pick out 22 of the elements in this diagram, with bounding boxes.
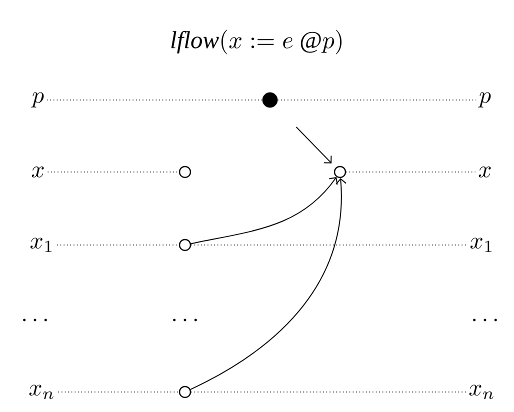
arrow bbox=[296, 126, 332, 164]
row-label: $x_n$ bbox=[26, 382, 58, 402]
open-circle bbox=[178, 166, 192, 178]
curved-arrow bbox=[190, 177, 338, 244]
ellipsis: $\dots$ bbox=[468, 316, 502, 324]
open-circle bbox=[178, 238, 192, 252]
title: $\mathit{lflow}(x := e\ @p)$ bbox=[171, 30, 342, 54]
ellipsis: $\dots$ bbox=[168, 316, 202, 324]
open-circle bbox=[178, 386, 192, 398]
row-label: $x_n$ bbox=[466, 382, 498, 402]
row-label: $x$ bbox=[28, 164, 48, 180]
row-label: $x$ bbox=[476, 164, 494, 180]
open-circle bbox=[334, 166, 346, 178]
dotted-line bbox=[190, 244, 468, 246]
row-label: $x_1$ bbox=[27, 236, 57, 254]
row-label: $p$ bbox=[476, 90, 494, 110]
filled-dot bbox=[262, 92, 278, 108]
dotted-line bbox=[56, 244, 180, 246]
ellipsis: $\dots$ bbox=[18, 316, 52, 324]
row-label: $p$ bbox=[30, 90, 46, 110]
row-label: $x_1$ bbox=[467, 236, 497, 254]
curved-arrow bbox=[190, 178, 346, 390]
